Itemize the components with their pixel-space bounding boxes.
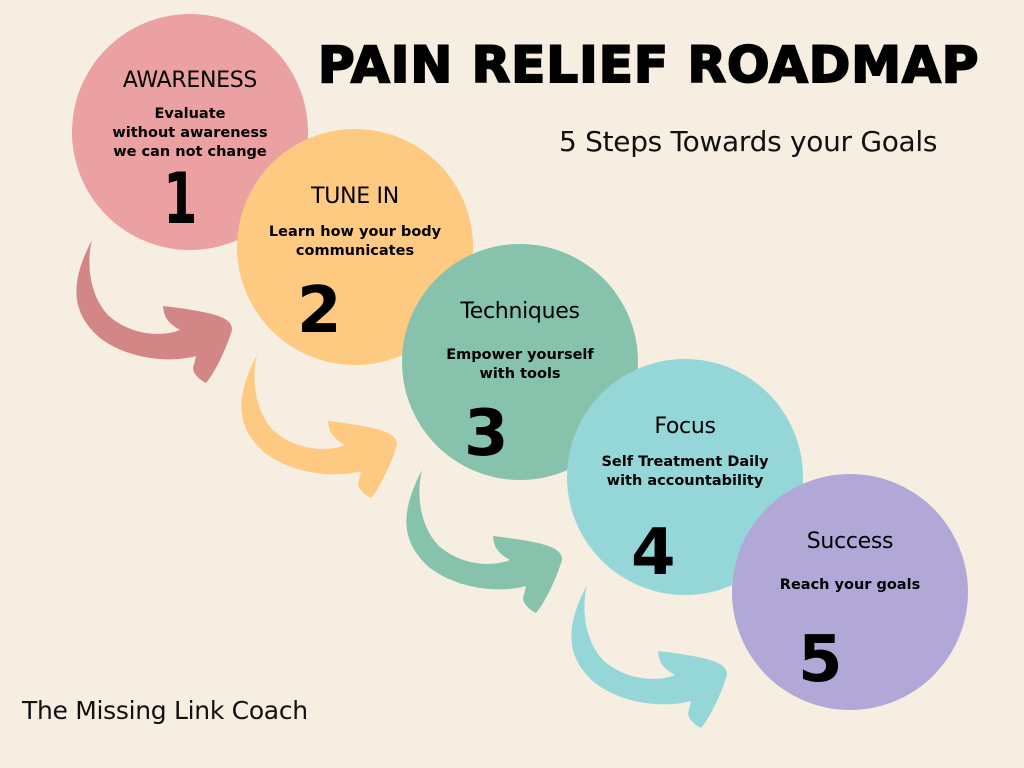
step-4-name: Focus bbox=[654, 414, 716, 439]
step-3-text: Techniques Empower yourself with tools 3 bbox=[402, 299, 638, 471]
step-1-name: AWARENESS bbox=[122, 68, 258, 93]
step-4-description: Self Treatment Daily with accountability bbox=[601, 454, 769, 489]
page-title: PAIN RELIEF ROADMAP bbox=[317, 35, 980, 95]
step-1-number: 1 bbox=[163, 158, 198, 240]
step-2-circle bbox=[237, 129, 473, 365]
step-5-description: Reach your goals bbox=[779, 577, 921, 593]
step-2-description: Learn how your body communicates bbox=[268, 224, 442, 259]
curved-arrow-icon bbox=[406, 470, 562, 613]
step-1-text: AWARENESS Evaluate without awareness we … bbox=[72, 68, 308, 240]
step-5-text: Success Reach your goals 5 bbox=[732, 529, 968, 697]
curved-arrow-icon bbox=[241, 355, 397, 498]
curved-arrow-icon bbox=[571, 585, 727, 728]
step-3-circle bbox=[402, 244, 638, 480]
curved-arrow-icon bbox=[76, 240, 232, 383]
page-subtitle: 5 Steps Towards your Goals bbox=[559, 125, 938, 158]
step-4-number: 4 bbox=[631, 516, 676, 590]
step-5-circle bbox=[732, 474, 968, 710]
step-4-text: Focus Self Treatment Daily with accounta… bbox=[567, 414, 803, 590]
step-1-description: Evaluate without awareness we can not ch… bbox=[112, 106, 268, 160]
step-5-number: 5 bbox=[798, 623, 843, 697]
step-2-text: TUNE IN Learn how your body communicates… bbox=[237, 184, 473, 348]
step-2-name: TUNE IN bbox=[311, 184, 399, 209]
circles-layer bbox=[72, 14, 968, 710]
step-3-number: 3 bbox=[464, 397, 509, 471]
step-4-circle bbox=[567, 359, 803, 595]
step-1-circle bbox=[72, 14, 308, 250]
step-3-description: Empower yourself with tools bbox=[446, 347, 594, 382]
brand-name: The Missing Link Coach bbox=[22, 696, 308, 725]
step-3-name: Techniques bbox=[460, 299, 580, 324]
arrows-layer bbox=[76, 240, 727, 728]
step-5-name: Success bbox=[806, 529, 894, 554]
step-2-number: 2 bbox=[297, 274, 342, 348]
